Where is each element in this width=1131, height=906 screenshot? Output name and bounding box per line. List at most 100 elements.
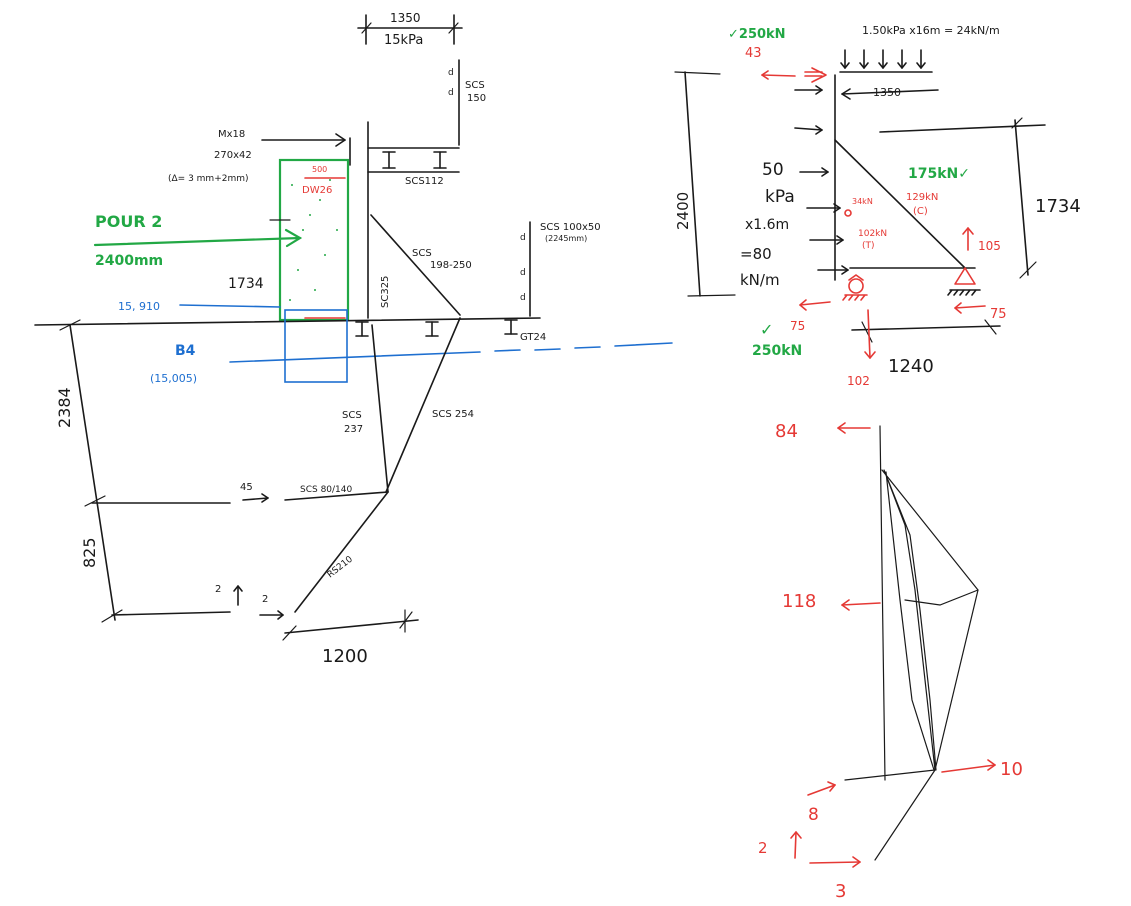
- frame-top-ext: [879, 124, 1046, 133]
- mx-label: Mx18: [218, 129, 245, 140]
- udl-arrows: [839, 49, 933, 73]
- section-sketch: 1350 15kPa d d SCS 150 SCS112 Mx18 270x4…: [34, 11, 673, 667]
- red-102-bottom: 102: [847, 374, 870, 388]
- height-dim: 2400: [674, 192, 692, 230]
- red-t: (T): [862, 241, 875, 251]
- red-43-arrow: [761, 74, 796, 77]
- left-dim-lower: 825: [80, 537, 99, 568]
- red-75-right: 75: [990, 307, 1007, 322]
- pin-support-left: [842, 274, 868, 301]
- pour-dim: 2400mm: [95, 253, 163, 269]
- red-102-bottom-arrow: [867, 309, 871, 359]
- scs198-label: SCS: [412, 248, 432, 259]
- scs254-label: SCS 254: [432, 409, 474, 420]
- height-dim-line: [684, 71, 701, 297]
- scs237-label: SCS: [342, 410, 362, 421]
- svg-text:d: d: [520, 293, 526, 303]
- red-34: 34kN: [852, 197, 873, 206]
- left-dim-line: [69, 324, 116, 621]
- red-75-right-arrow: [954, 305, 986, 309]
- svg-text:d: d: [520, 233, 526, 243]
- scs254-strut: [385, 317, 461, 493]
- pressure-2: kPa: [765, 187, 795, 207]
- level-top-line: [179, 304, 281, 308]
- pour2-column: [278, 158, 350, 322]
- floor-line: [34, 317, 541, 326]
- scs-top-label: SCS: [465, 80, 485, 91]
- pin-support-right: [947, 267, 981, 296]
- level-top: 15, 910: [118, 300, 160, 313]
- scs80-label: SCS 80/140: [300, 485, 353, 495]
- pressure-4: =80: [740, 245, 772, 263]
- small-2a: 2: [215, 584, 221, 595]
- b4-level: (15,005): [150, 372, 197, 385]
- scs198-size: 198-250: [430, 260, 472, 271]
- i-beam-symbol: [382, 151, 447, 169]
- red-top-2: DW26: [302, 185, 332, 196]
- scs237-size: 237: [344, 424, 363, 435]
- red-43: 43: [745, 46, 762, 61]
- top-dim-label: 1350: [390, 11, 421, 25]
- red-75-left-arrow: [799, 301, 831, 306]
- left-dim-upper: 2384: [55, 387, 74, 428]
- pressure-5: kN/m: [740, 271, 780, 289]
- dim-1350: 1350: [873, 86, 901, 99]
- frame-sketch: ✓250kN 43 1.50kPa x16m = 24kN/m 1350: [674, 24, 1081, 388]
- udl-text: 1.50kPa x16m = 24kN/m: [862, 24, 1000, 37]
- concrete-speckle: [289, 179, 338, 301]
- pressure-arrows: [794, 85, 849, 275]
- force-post: [879, 425, 886, 781]
- scs100-label: SCS 100x50: [540, 222, 601, 233]
- pressure-3: x1.6m: [745, 217, 789, 233]
- force-8: 8: [808, 805, 819, 825]
- force-2: 2: [758, 839, 768, 857]
- right-dim: 1734: [1035, 196, 1081, 217]
- red-102: 102kN: [858, 229, 887, 239]
- scs100-len: (2245mm): [545, 234, 587, 243]
- pour-arrow: [93, 236, 302, 247]
- strut-upper: [370, 214, 461, 316]
- base-line: [111, 611, 231, 616]
- dim-1350-line: [841, 89, 939, 95]
- base-dim: 1200: [322, 646, 368, 667]
- gt24-label: GT24: [520, 332, 546, 343]
- force-10: 10: [1000, 759, 1023, 780]
- force-118: 118: [782, 591, 816, 612]
- force-polygon: [881, 469, 979, 771]
- b4-dashed-line: [229, 342, 673, 363]
- gap-note: (Δ= 3 mm+2mm): [168, 174, 249, 184]
- force-84: 84: [775, 421, 798, 442]
- top-load-label: 15kPa: [384, 33, 423, 48]
- mx-size: 270x42: [214, 150, 252, 161]
- svg-text:d: d: [448, 68, 454, 78]
- svg-text:d: d: [448, 88, 454, 98]
- scs112-label: SCS112: [405, 176, 444, 187]
- frame-diagonal: [834, 139, 966, 269]
- rs210-strut: [294, 491, 389, 613]
- red-129: 129kN: [906, 192, 938, 203]
- red-c: (C): [913, 206, 928, 217]
- pressure-1: 50: [762, 160, 784, 180]
- scs237-post: [371, 324, 389, 493]
- check-bottom: ✓: [760, 320, 773, 339]
- lower-pour: [284, 309, 348, 383]
- green-250: 250kN: [752, 343, 802, 359]
- red-top-1: 500: [312, 165, 327, 174]
- b4-label: B4: [175, 343, 196, 359]
- pour-label: POUR 2: [95, 212, 162, 231]
- svg-text:d: d: [520, 268, 526, 278]
- wall-dim: 1734: [228, 276, 264, 292]
- small-2b: 2: [262, 594, 268, 605]
- base-dim-line: [284, 619, 419, 634]
- right-dim-line: [1014, 119, 1029, 276]
- load-45: 45: [240, 482, 253, 493]
- green-175: 175kN✓: [908, 166, 970, 182]
- sc325-label: SC325: [380, 276, 391, 308]
- force-3: 3: [835, 881, 846, 902]
- check-top: ✓250kN: [728, 27, 786, 42]
- red-75-left: 75: [790, 319, 805, 333]
- red-105: 105: [978, 239, 1001, 253]
- scs-top-size: 150: [467, 93, 486, 104]
- floor-i-beams: [355, 319, 518, 337]
